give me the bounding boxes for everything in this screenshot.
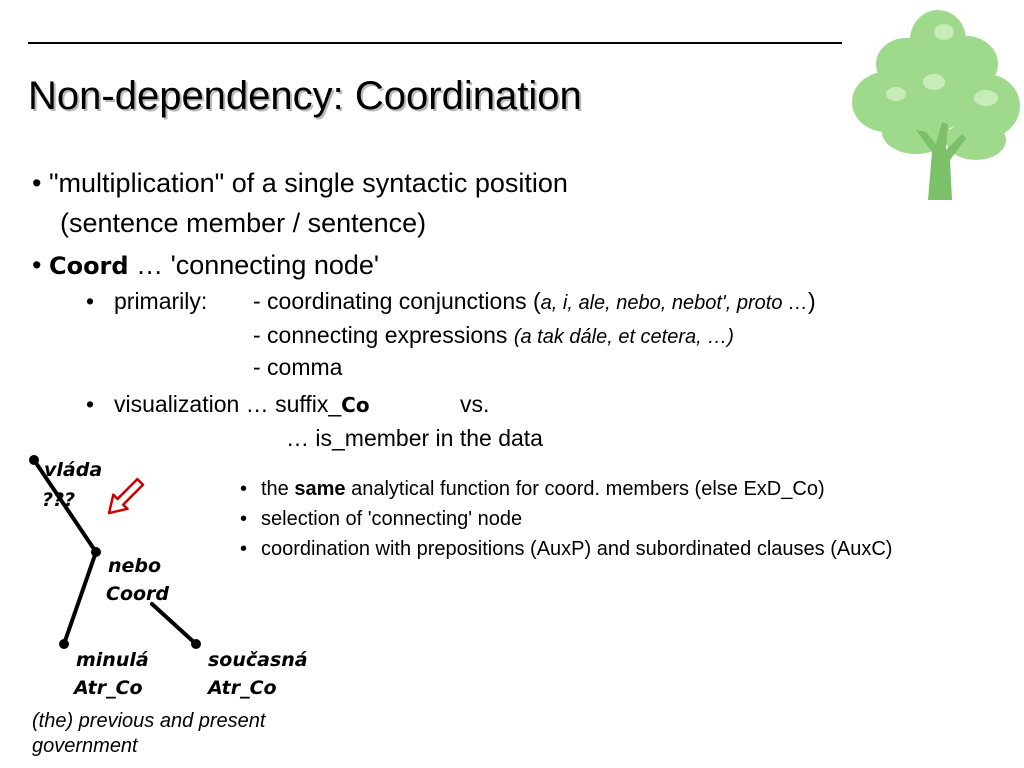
edge-coord-right [150,602,198,646]
bullet-text: "multiplication" of a single syntactic p… [48,168,568,198]
diagram-caption: (the) previous and present government [32,708,265,759]
caption-line: government [32,735,138,757]
list-item: coordination with prepositions (AuxP) an… [236,534,1006,564]
item-examples: a, i, ale, nebo, nebot', proto … [540,292,808,314]
item-text: - coordinating conjunctions [253,288,533,314]
coord-func: Coord [106,583,169,605]
note-bold: same [294,478,346,500]
node-coord [91,547,101,557]
bullet-coord: • Coord … 'connecting node' [32,252,379,279]
right-func: Atr_Co [206,677,277,699]
root-word: vláda [44,459,102,481]
visualization-mid: … suffix_ [239,391,342,417]
node-root [29,455,39,465]
visualization-vs: vs. [460,391,490,417]
node-left [59,639,69,649]
coord-term: Coord [48,252,129,280]
coordination-tree-diagram: vláda ??? nebo Coord minulá Atr_Co souča… [29,455,308,699]
list-item: the same analytical function for coord. … [236,474,1006,504]
note-text: the [261,478,295,500]
slide-title: Non-dependency: Coordination [28,74,582,118]
visualization-is-member: … is_member in the data [286,425,543,451]
tree-icon [852,10,1020,200]
item-text: - connecting expressions [253,322,514,348]
notes-list: the same analytical function for coord. … [236,474,1006,564]
left-func: Atr_Co [72,677,143,699]
bullet-marker: • [32,250,49,280]
bullet-multiplication: • "multiplication" of a single syntactic… [32,170,568,197]
right-word: současná [208,649,308,671]
root-func: ??? [42,489,75,511]
visualization-line: visualization … suffix_Co [114,393,370,416]
list-item: selection of 'connecting' node [236,504,1006,534]
node-right [191,639,201,649]
paren-close: ) [808,288,816,314]
left-word: minulá [76,649,149,671]
caption-line: (the) previous and present [32,710,266,732]
primarily-item-expressions: - connecting expressions (a tak dále, et… [253,322,734,348]
title-rule [28,42,842,44]
note-text: analytical function for coord. members (… [345,478,825,500]
primarily-item-conjunctions: - coordinating conjunctions (a, i, ale, … [253,288,816,314]
hollow-arrow-icon [107,477,145,515]
paren-open: ( [533,288,541,314]
primarily-item-comma: - comma [253,354,343,380]
sub-bullet-marker: • [86,391,95,417]
bullet-marker: • [32,168,49,198]
coord-word: nebo [108,555,161,577]
sub-bullet-marker: • [86,288,95,314]
bullet-multiplication-cont: (sentence member / sentence) [60,208,427,238]
coord-desc: … 'connecting node' [128,250,380,280]
visualization-label: visualization [114,391,240,417]
primarily-label: primarily: [114,288,208,314]
item-examples: (a tak dále, et cetera, …) [513,326,734,348]
suffix-co: Co [341,393,370,417]
edge-root-coord [32,458,98,554]
edge-coord-left [62,550,98,646]
